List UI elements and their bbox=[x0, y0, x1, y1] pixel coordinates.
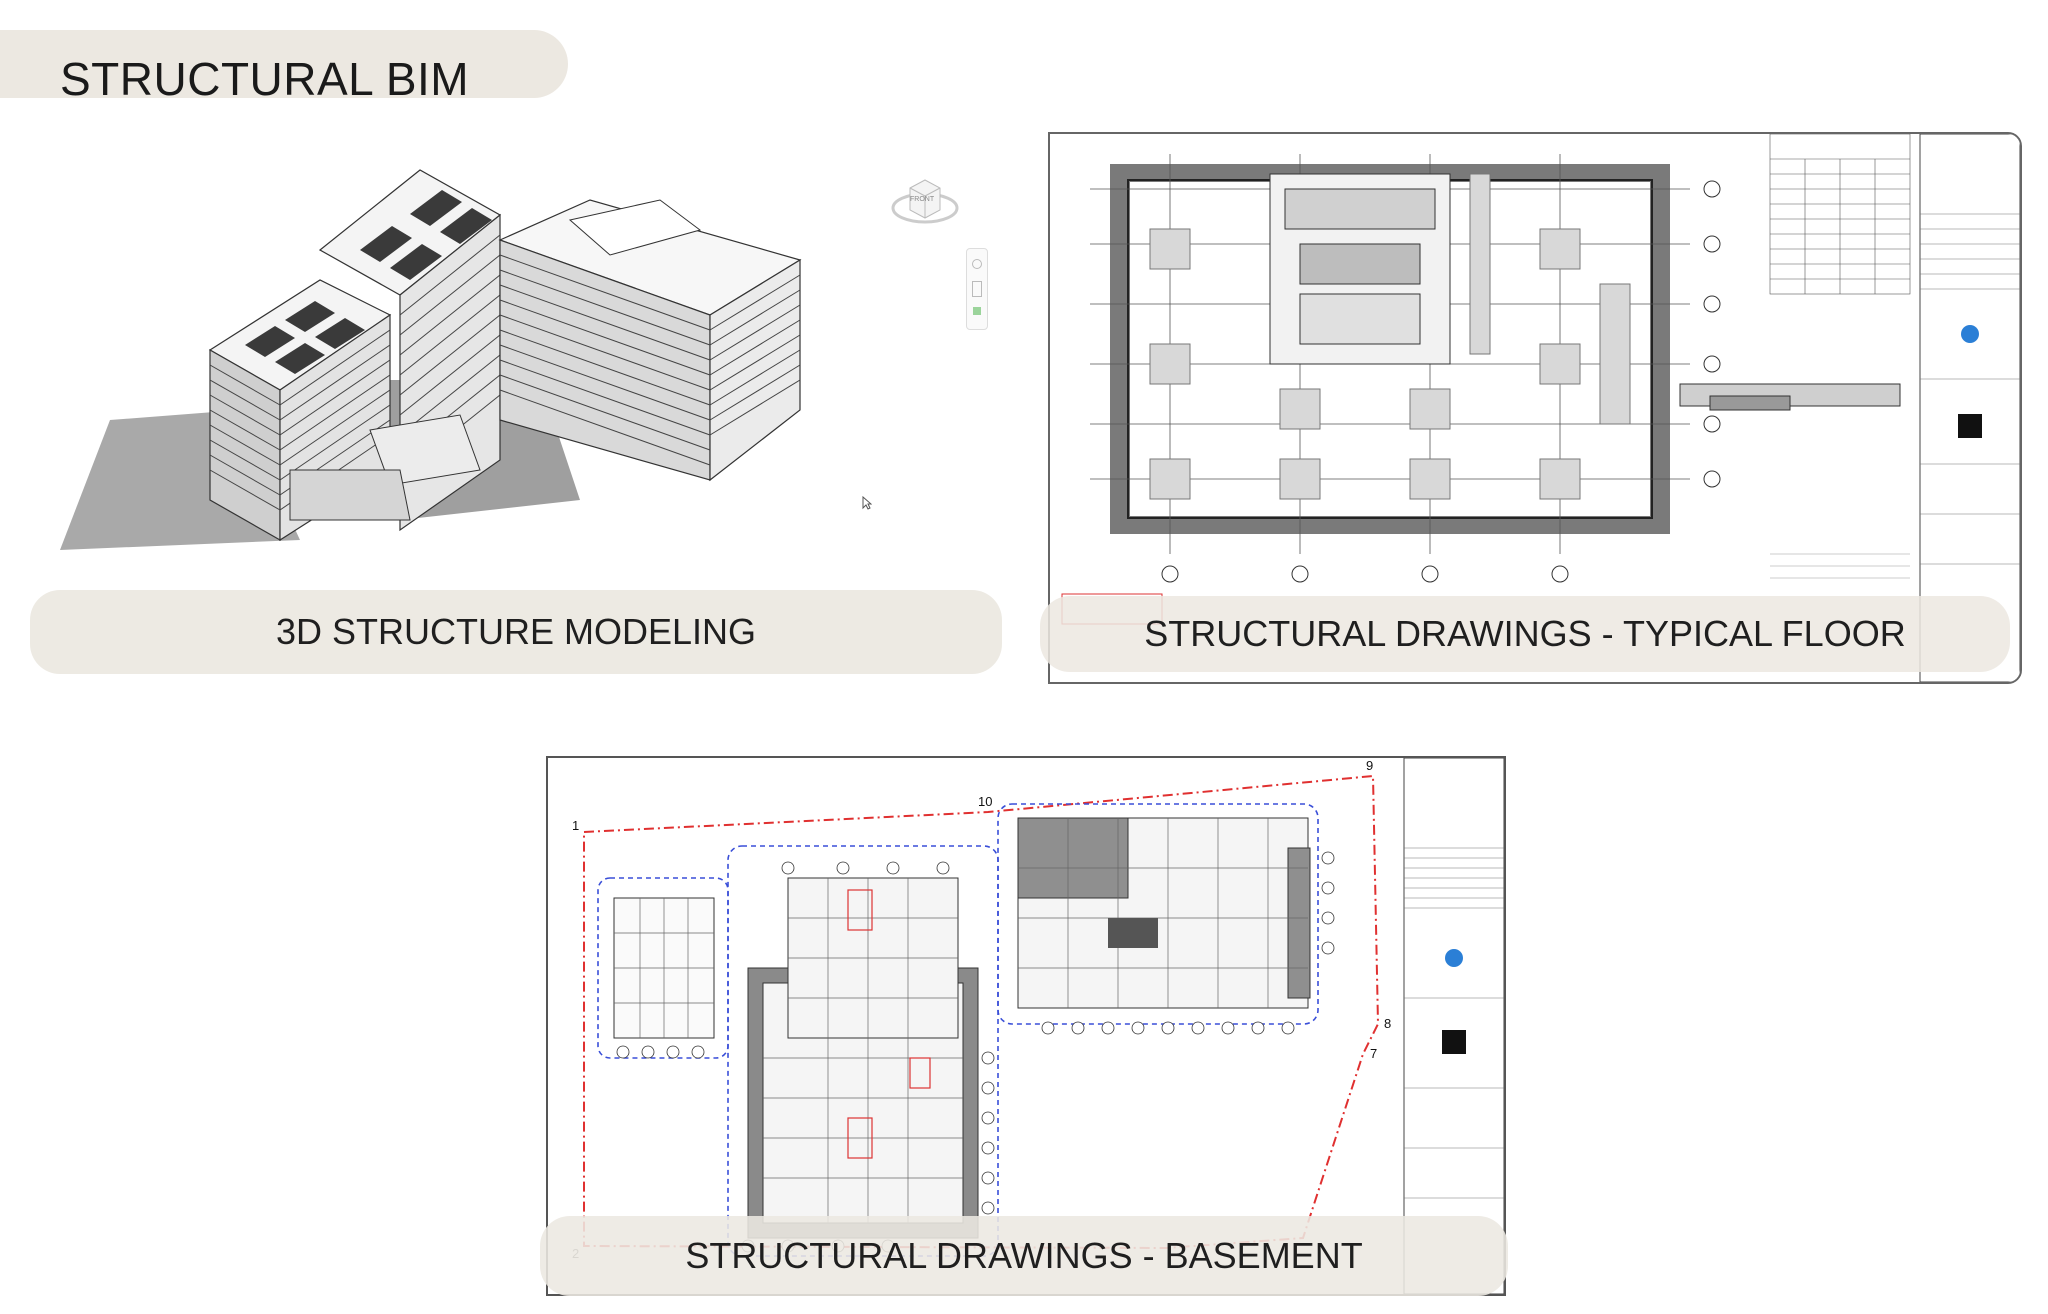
view-cube-icon[interactable]: FRONT bbox=[890, 170, 960, 230]
typical-floor-plan-drawing bbox=[1061, 134, 2020, 682]
caption-structural-drawings-typical-floor: STRUCTURAL DRAWINGS - TYPICAL FLOOR bbox=[1040, 596, 2010, 672]
boundary-point-label: 1 bbox=[572, 818, 580, 833]
caption-label: 3D STRUCTURE MODELING bbox=[275, 611, 757, 652]
mouse-cursor-icon bbox=[862, 496, 872, 510]
panel-3d-model: FRONT bbox=[40, 140, 1000, 680]
boundary-point-label: 8 bbox=[1384, 1016, 1392, 1031]
caption-3d-structure-modeling: 3D STRUCTURE MODELING bbox=[30, 590, 1002, 674]
caption-label: STRUCTURAL DRAWINGS - TYPICAL FLOOR bbox=[1144, 613, 1906, 654]
title-tab bbox=[0, 30, 568, 98]
caption-label: STRUCTURAL DRAWINGS - BASEMENT bbox=[685, 1235, 1363, 1276]
page-title: STRUCTURAL BIM bbox=[60, 53, 470, 105]
drawing-sheet-basement: 1 10 9 8 7 2 bbox=[546, 756, 1506, 1296]
navigation-bar-icon[interactable] bbox=[966, 248, 988, 330]
caption-structural-drawings-basement: STRUCTURAL DRAWINGS - BASEMENT bbox=[540, 1216, 1508, 1296]
drawing-sheet-typical-floor bbox=[1048, 132, 2022, 684]
boundary-point-label: 7 bbox=[1370, 1046, 1378, 1061]
boundary-point-label: 9 bbox=[1366, 758, 1374, 773]
basement-plan-drawing bbox=[583, 758, 1504, 1294]
view-cube-face-label: FRONT bbox=[910, 196, 935, 203]
boundary-point-label: 10 bbox=[978, 794, 993, 809]
building-3d-model-illustration bbox=[60, 169, 802, 550]
